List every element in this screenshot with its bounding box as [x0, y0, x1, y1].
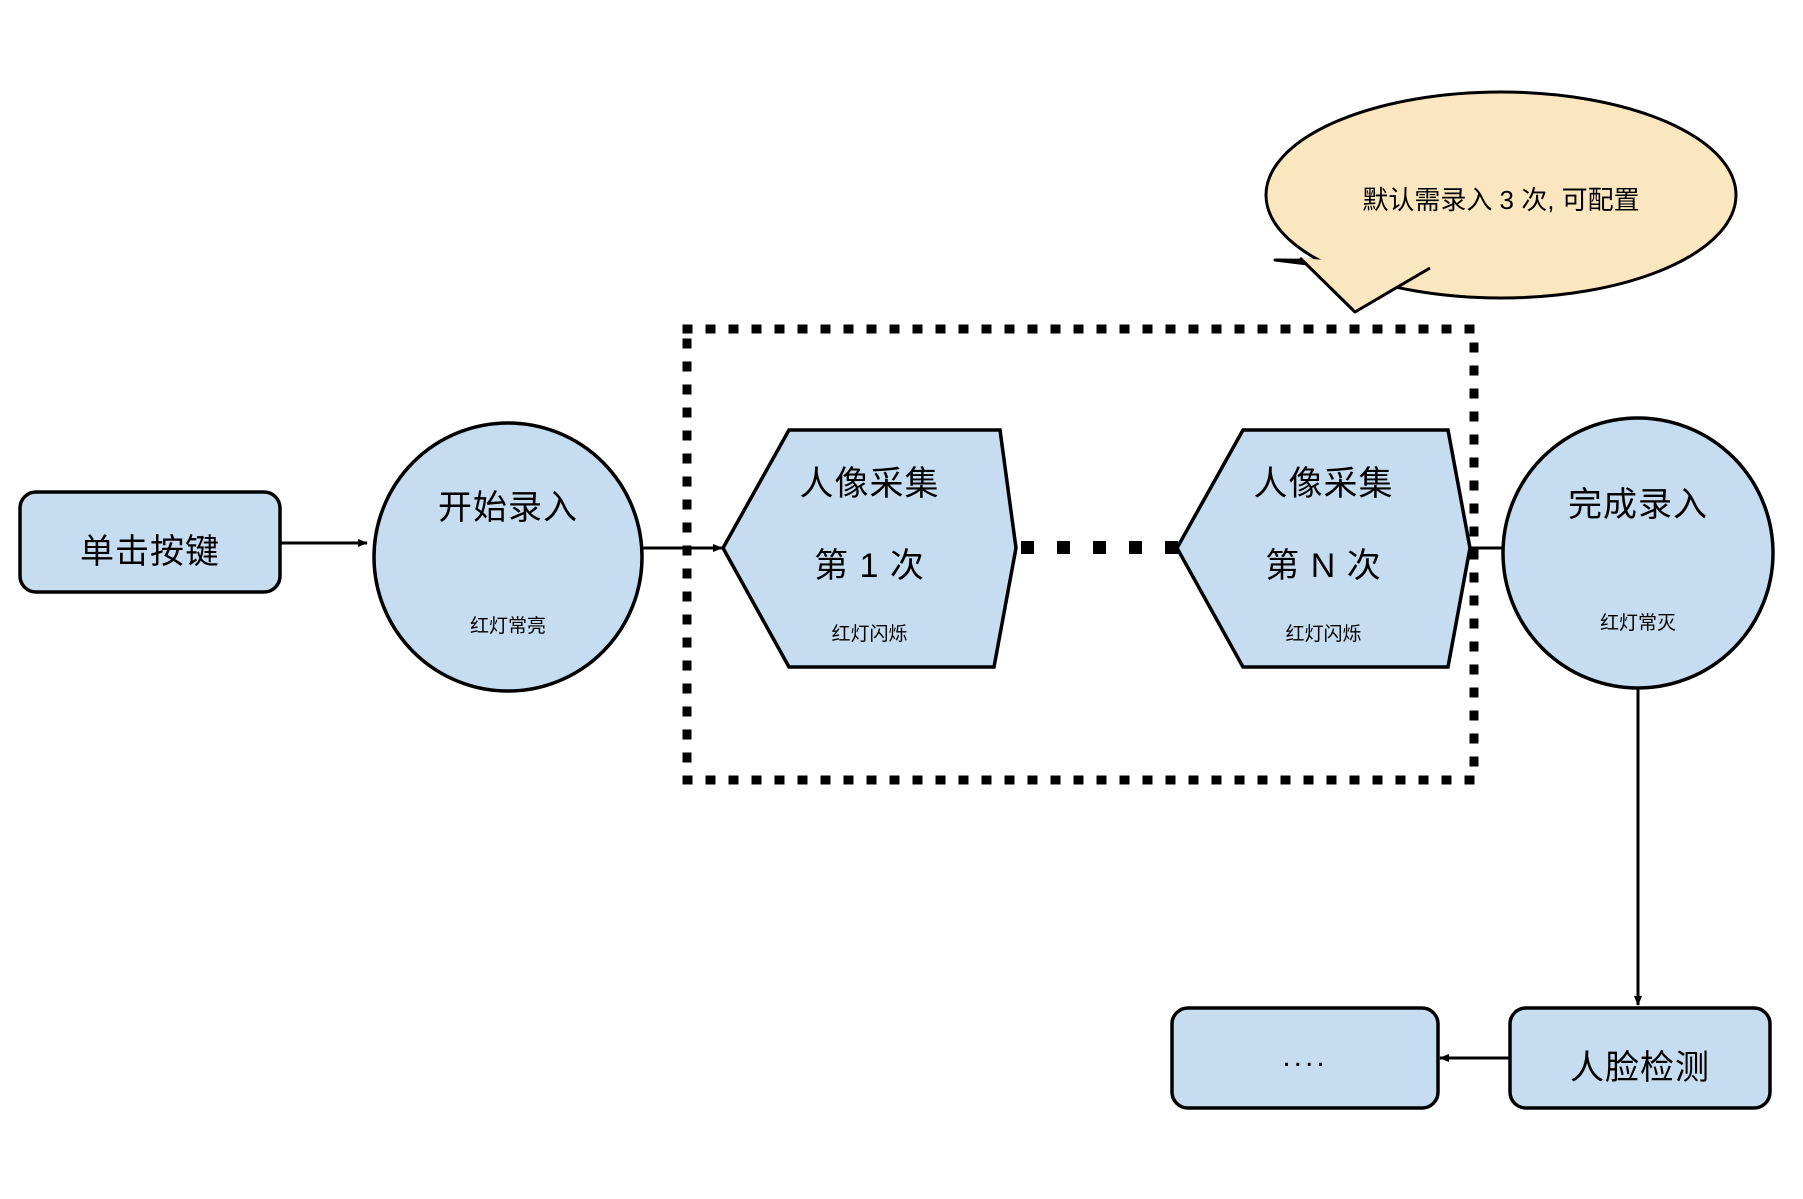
node-start-enroll-shape[interactable]: [372, 421, 644, 693]
node-more-steps-shape[interactable]: [1170, 1006, 1440, 1110]
node-face-detect-shape[interactable]: [1508, 1006, 1772, 1110]
capture-loop-group-border: [682, 324, 1479, 785]
node-capture-nth-shape[interactable]: [1174, 428, 1472, 669]
ellipsis-connector-dots: [1021, 541, 1178, 554]
node-capture-first-shape[interactable]: [720, 428, 1018, 669]
callout-repeat-note-shape[interactable]: [1264, 90, 1738, 314]
node-finish-enroll-shape[interactable]: [1501, 416, 1775, 690]
node-click-button-shape[interactable]: [18, 490, 282, 594]
